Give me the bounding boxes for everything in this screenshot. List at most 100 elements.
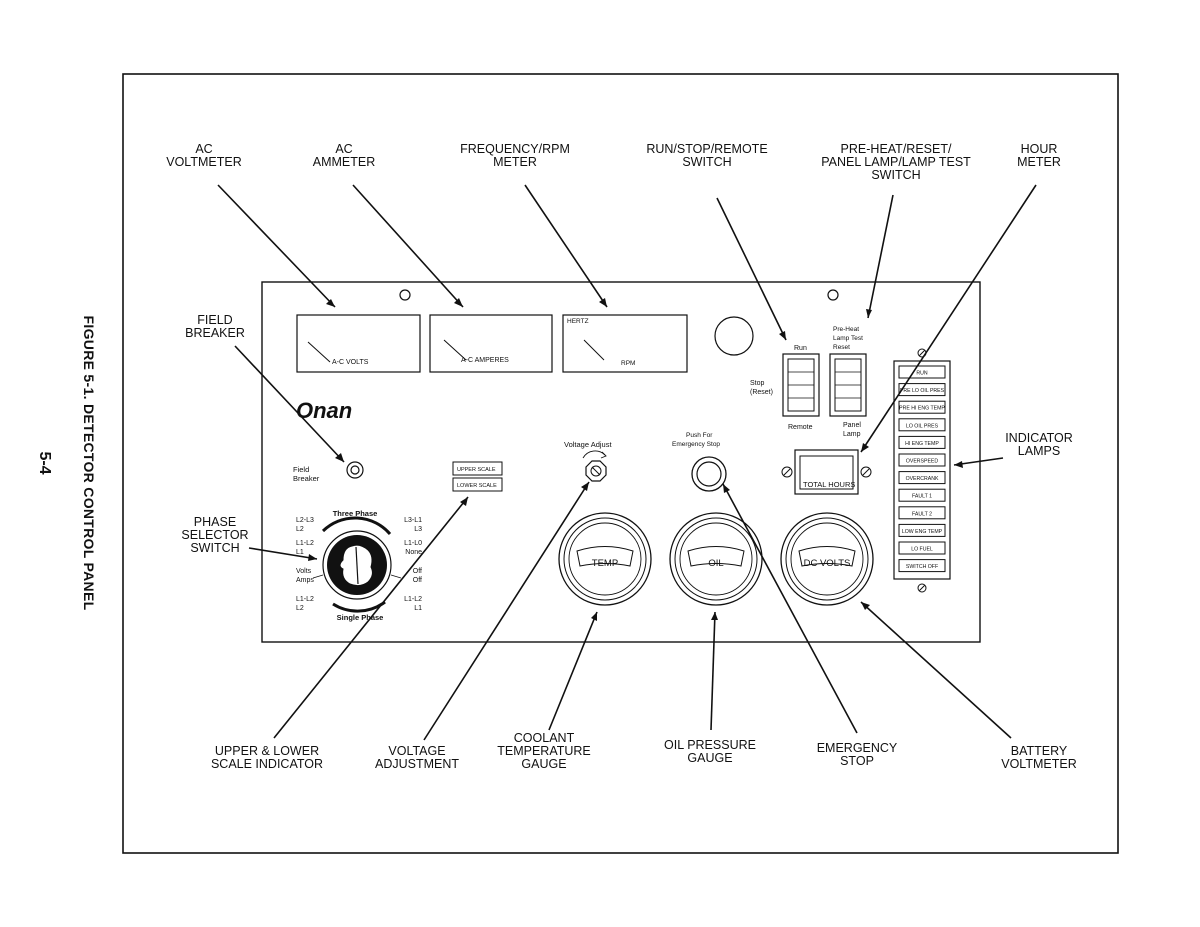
indicator-lamp-label: OVERSPEED — [906, 459, 939, 465]
callout-hour-meter: HOUR METER — [1017, 142, 1061, 169]
preheat-label: Pre-Heat — [833, 326, 859, 333]
indicator-lamp — [898, 383, 946, 397]
phase-position-label-right: L1 — [414, 605, 422, 612]
indicator-lamp-label: PRE HI ENG TEMP — [899, 406, 945, 412]
callout-voltage-adjustment-line2: ADJUSTMENT — [375, 757, 459, 771]
hour-meter: TOTAL HOURS — [781, 449, 872, 495]
emergency-stop-button[interactable]: Push For Emergency Stop — [672, 432, 727, 492]
indicator-lamp — [898, 435, 946, 449]
lower-scale-label: LOWER SCALE — [457, 483, 497, 489]
callout-scale-indicator: UPPER & LOWER SCALE INDICATOR — [211, 744, 323, 771]
field-breaker[interactable]: Field Breaker — [293, 461, 364, 483]
callout-ac-ammeter-line2: AMMETER — [313, 155, 376, 169]
indicator-lamp-label: SWITCH OFF — [906, 564, 938, 570]
callout-frequency-line1: FREQUENCY/RPM — [460, 142, 570, 156]
indicator-lamp-label: FAULT 2 — [912, 511, 932, 517]
total-hours-label: TOTAL HOURS — [803, 480, 855, 489]
callout-frequency-line2: METER — [493, 155, 537, 169]
callout-phase-selector-line1: PHASE — [194, 515, 236, 529]
figure-frame — [122, 73, 1119, 854]
voltage-adjust-label: Voltage Adjust — [564, 440, 612, 449]
preheat-lamp-test-switch[interactable]: Pre-Heat Lamp Test Reset Panel Lamp — [829, 326, 867, 438]
callout-emergency-stop-line2: STOP — [840, 754, 874, 768]
dc-volts-gauge-label: DC VOLTS — [804, 558, 851, 569]
indicator-lamp-label: HI ENG TEMP — [905, 441, 939, 447]
emergency-stop-label-1: Push For — [686, 432, 713, 439]
callout-battery-line1: BATTERY — [1011, 744, 1068, 758]
indicator-lamp-label: LOW ENG TEMP — [902, 529, 943, 535]
callout-coolant-line1: COOLANT — [514, 731, 575, 745]
callout-battery-voltmeter: BATTERY VOLTMETER — [1001, 744, 1076, 771]
callout-indicator-lamps: INDICATOR LAMPS — [1005, 431, 1073, 458]
ac-ammeter: A-C AMPERES — [429, 314, 553, 373]
callout-ac-ammeter-line1: AC — [335, 142, 352, 156]
single-phase-label: Single Phase — [337, 613, 384, 622]
panel-label: Panel — [843, 422, 861, 429]
freq-label-hertz: HERTZ — [567, 318, 589, 325]
indicator-lamp — [898, 400, 946, 414]
callout-coolant-line3: GAUGE — [521, 757, 566, 771]
callout-indicator-lamps-line1: INDICATOR — [1005, 431, 1073, 445]
indicator-lamp — [898, 418, 946, 432]
field-breaker-label-2: Breaker — [293, 474, 320, 483]
callout-battery-line2: VOLTMETER — [1001, 757, 1076, 771]
phase-position-label-left: L1 — [296, 549, 304, 556]
lamp-label: Lamp — [843, 431, 861, 438]
leader-lines — [217, 184, 1037, 741]
callout-run-stop-switch: RUN/STOP/REMOTE SWITCH — [646, 142, 767, 169]
callout-run-stop-line1: RUN/STOP/REMOTE — [646, 142, 767, 156]
phase-position-label-right: L1-L2 — [404, 596, 422, 603]
callout-preheat-line2: PANEL LAMP/LAMP TEST — [821, 155, 971, 169]
scale-indicator: UPPER SCALE LOWER SCALE — [452, 461, 503, 492]
phase-position-label-left: L2-L3 — [296, 517, 314, 524]
callout-ac-voltmeter-line2: VOLTMETER — [166, 155, 241, 169]
indicator-lamp — [898, 453, 946, 467]
phase-selector-switch[interactable]: Three Phase Single Phase L2-L3L2L1-L2L1V… — [296, 509, 422, 622]
indicator-lamp — [898, 559, 946, 573]
dc-volts-gauge: DC VOLTS — [780, 512, 874, 606]
callout-hour-meter-line2: METER — [1017, 155, 1061, 169]
indicator-lamp — [898, 488, 946, 502]
phase-position-label-right: L1-L0 — [404, 540, 422, 547]
oil-pressure-gauge: OIL — [669, 512, 763, 606]
run-label: Run — [794, 345, 807, 352]
indicator-lamp-label: OVERCRANK — [906, 476, 939, 482]
indicator-lamp-label: LO OIL PRES — [906, 423, 939, 429]
callout-indicator-lamps-line2: LAMPS — [1018, 444, 1060, 458]
phase-position-label-right: None — [405, 549, 422, 556]
phase-position-label-right: Off — [413, 568, 422, 575]
ac-voltmeter: A-C VOLTS — [296, 314, 421, 373]
temp-gauge-label: TEMP — [592, 558, 618, 569]
callout-coolant-line2: TEMPERATURE — [497, 744, 591, 758]
indicator-lamp-panel: RUN PRE LO OIL PRES PRE HI ENG TEMP LO OIL … — [893, 348, 951, 593]
phase-position-label-right: Off — [413, 577, 422, 584]
run-stop-remote-switch[interactable]: Run Stop (Reset) Remote — [750, 345, 820, 431]
voltage-adjust-knob[interactable]: Voltage Adjust — [564, 440, 612, 482]
callout-scale-indicator-line1: UPPER & LOWER — [215, 744, 319, 758]
indicator-lamp-label: RUN — [916, 371, 927, 377]
callout-ac-ammeter: AC AMMETER — [313, 142, 376, 169]
phase-position-label-right: L3 — [414, 526, 422, 533]
stop-reset-label: (Reset) — [750, 389, 773, 396]
remote-label: Remote — [788, 424, 813, 431]
indicator-lamp — [898, 541, 946, 555]
phase-position-label-left: L2 — [296, 605, 304, 612]
callout-field-breaker: FIELD BREAKER — [185, 313, 245, 340]
onan-logo: Onan — [296, 398, 352, 423]
callout-preheat-line1: PRE-HEAT/RESET/ — [841, 142, 952, 156]
phase-position-label-left: L1-L2 — [296, 540, 314, 547]
callout-voltage-adjustment: VOLTAGE ADJUSTMENT — [375, 744, 459, 771]
blank-cover-plate — [714, 316, 754, 356]
callout-oil-line2: GAUGE — [687, 751, 732, 765]
oil-gauge-label: OIL — [708, 558, 723, 569]
indicator-lamp-label: PRE LO OIL PRES — [900, 388, 945, 394]
callout-emergency-stop-line1: EMERGENCY — [817, 741, 898, 755]
callout-oil-gauge: OIL PRESSURE GAUGE — [664, 738, 756, 765]
callout-phase-selector: PHASE SELECTOR SWITCH — [181, 515, 248, 555]
indicator-lamp — [898, 523, 946, 537]
callout-frequency-meter: FREQUENCY/RPM METER — [460, 142, 570, 169]
callout-oil-line1: OIL PRESSURE — [664, 738, 756, 752]
callout-run-stop-line2: SWITCH — [682, 155, 731, 169]
callout-field-breaker-line1: FIELD — [197, 313, 232, 327]
